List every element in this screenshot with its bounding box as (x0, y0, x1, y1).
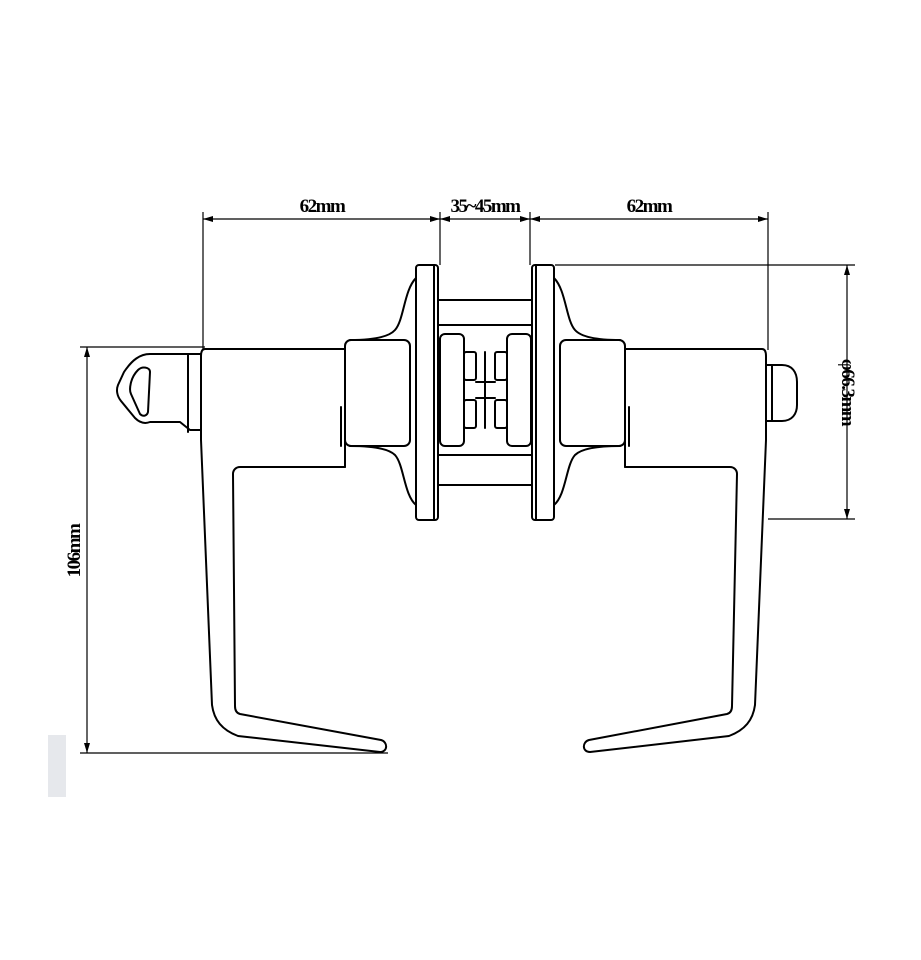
dim-left-depth: 62mm (300, 196, 346, 217)
dim-lever-height: 106mm (64, 523, 85, 577)
dim-rose-diameter: φ66.3mm (837, 359, 858, 427)
dim-right-depth: 62mm (627, 196, 673, 217)
dim-door-thickness: 35~45mm (450, 196, 521, 217)
right-lever (553, 277, 798, 753)
side-marker (48, 735, 66, 797)
left-lever (116, 277, 417, 753)
dimension-lines (80, 212, 855, 754)
door-section (415, 264, 555, 521)
